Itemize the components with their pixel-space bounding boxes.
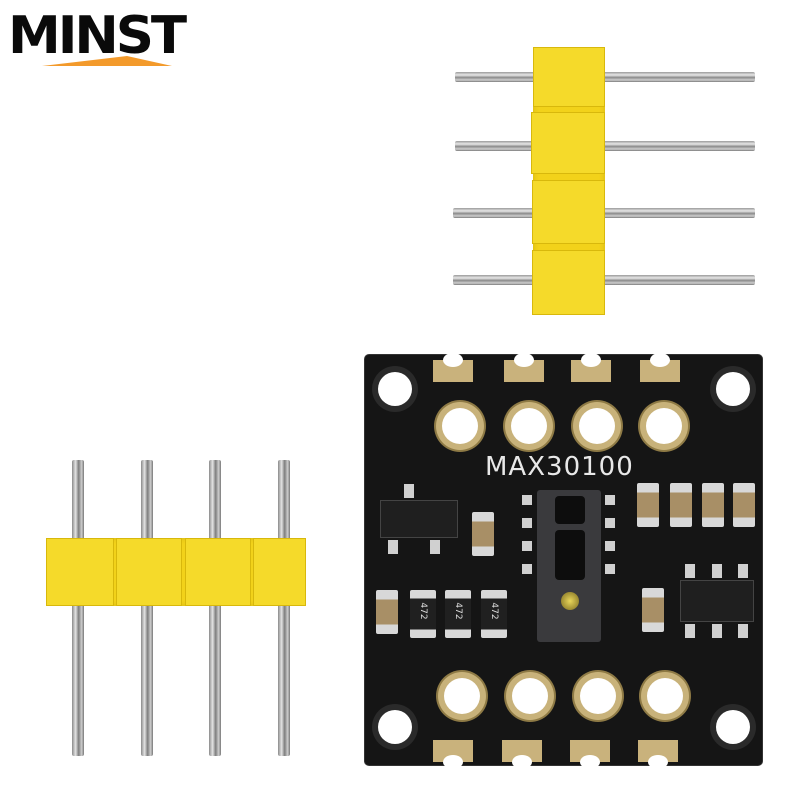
mounting-hole — [378, 372, 412, 406]
max30100-sensor-chip — [537, 490, 601, 642]
sensor-led — [561, 592, 579, 610]
smd-capacitor — [733, 483, 755, 527]
ic-leg — [685, 564, 695, 578]
sensor-pad — [605, 495, 615, 505]
header-pin — [141, 460, 153, 756]
resistor-marking: 472 — [418, 602, 428, 620]
castellated-pad — [640, 353, 680, 382]
header-pin — [455, 141, 755, 151]
through-hole-pad — [579, 408, 615, 444]
header-pin — [455, 72, 755, 82]
sensor-pad — [522, 495, 532, 505]
header-pin — [278, 460, 290, 756]
sensor-window — [555, 496, 585, 524]
resistor-marking: 472 — [453, 602, 463, 620]
sensor-pad — [605, 518, 615, 528]
housing-segment — [253, 538, 306, 606]
through-hole-pad — [512, 678, 548, 714]
smd-capacitor — [472, 512, 494, 556]
housing-segment — [116, 538, 182, 606]
through-hole-pad — [511, 408, 547, 444]
housing-segment — [531, 112, 605, 174]
smd-capacitor — [376, 590, 398, 634]
housing-segment — [533, 47, 605, 107]
smd-resistor: 472 — [481, 590, 507, 638]
logo-accent-wedge — [42, 56, 172, 66]
through-hole-pad — [646, 408, 682, 444]
castellated-pad — [504, 353, 544, 382]
castellated-pad — [502, 740, 542, 769]
through-hole-pad — [444, 678, 480, 714]
smd-capacitor — [642, 588, 664, 632]
sensor-pad — [605, 564, 615, 574]
mounting-hole — [716, 372, 750, 406]
smd-capacitor — [670, 483, 692, 527]
sensor-pad — [522, 564, 532, 574]
through-hole-pad — [442, 408, 478, 444]
through-hole-pad — [647, 678, 683, 714]
castellated-pad — [433, 353, 473, 382]
mounting-hole — [716, 710, 750, 744]
ic-leg — [685, 624, 695, 638]
smd-capacitor — [637, 483, 659, 527]
ic-leg — [712, 564, 722, 578]
ic-leg — [388, 540, 398, 554]
smd-resistor: 472 — [445, 590, 471, 638]
smd-resistor: 472 — [410, 590, 436, 638]
regulator-ic — [680, 580, 754, 622]
through-hole-pad — [580, 678, 616, 714]
resistor-marking: 472 — [489, 602, 499, 620]
housing-segment — [532, 180, 605, 244]
sensor-window — [555, 530, 585, 580]
ic-leg — [738, 564, 748, 578]
brand-logo: MINST — [8, 6, 188, 68]
ic-leg — [738, 624, 748, 638]
sensor-pad — [522, 518, 532, 528]
smd-capacitor — [702, 483, 724, 527]
header-pin — [72, 460, 84, 756]
ic-leg — [404, 484, 414, 498]
mounting-hole — [378, 710, 412, 744]
regulator-ic — [380, 500, 458, 538]
castellated-pad — [638, 740, 678, 769]
header-pin — [209, 460, 221, 756]
ic-leg — [430, 540, 440, 554]
housing-segment — [532, 250, 605, 315]
sensor-pad — [605, 541, 615, 551]
castellated-pad — [433, 740, 473, 769]
castellated-pad — [570, 740, 610, 769]
board-label: MAX30100 — [485, 452, 634, 482]
castellated-pad — [571, 353, 611, 382]
housing-segment — [46, 538, 114, 606]
housing-segment — [185, 538, 251, 606]
logo-text: MINST — [8, 6, 187, 66]
ic-leg — [712, 624, 722, 638]
sensor-pad — [522, 541, 532, 551]
